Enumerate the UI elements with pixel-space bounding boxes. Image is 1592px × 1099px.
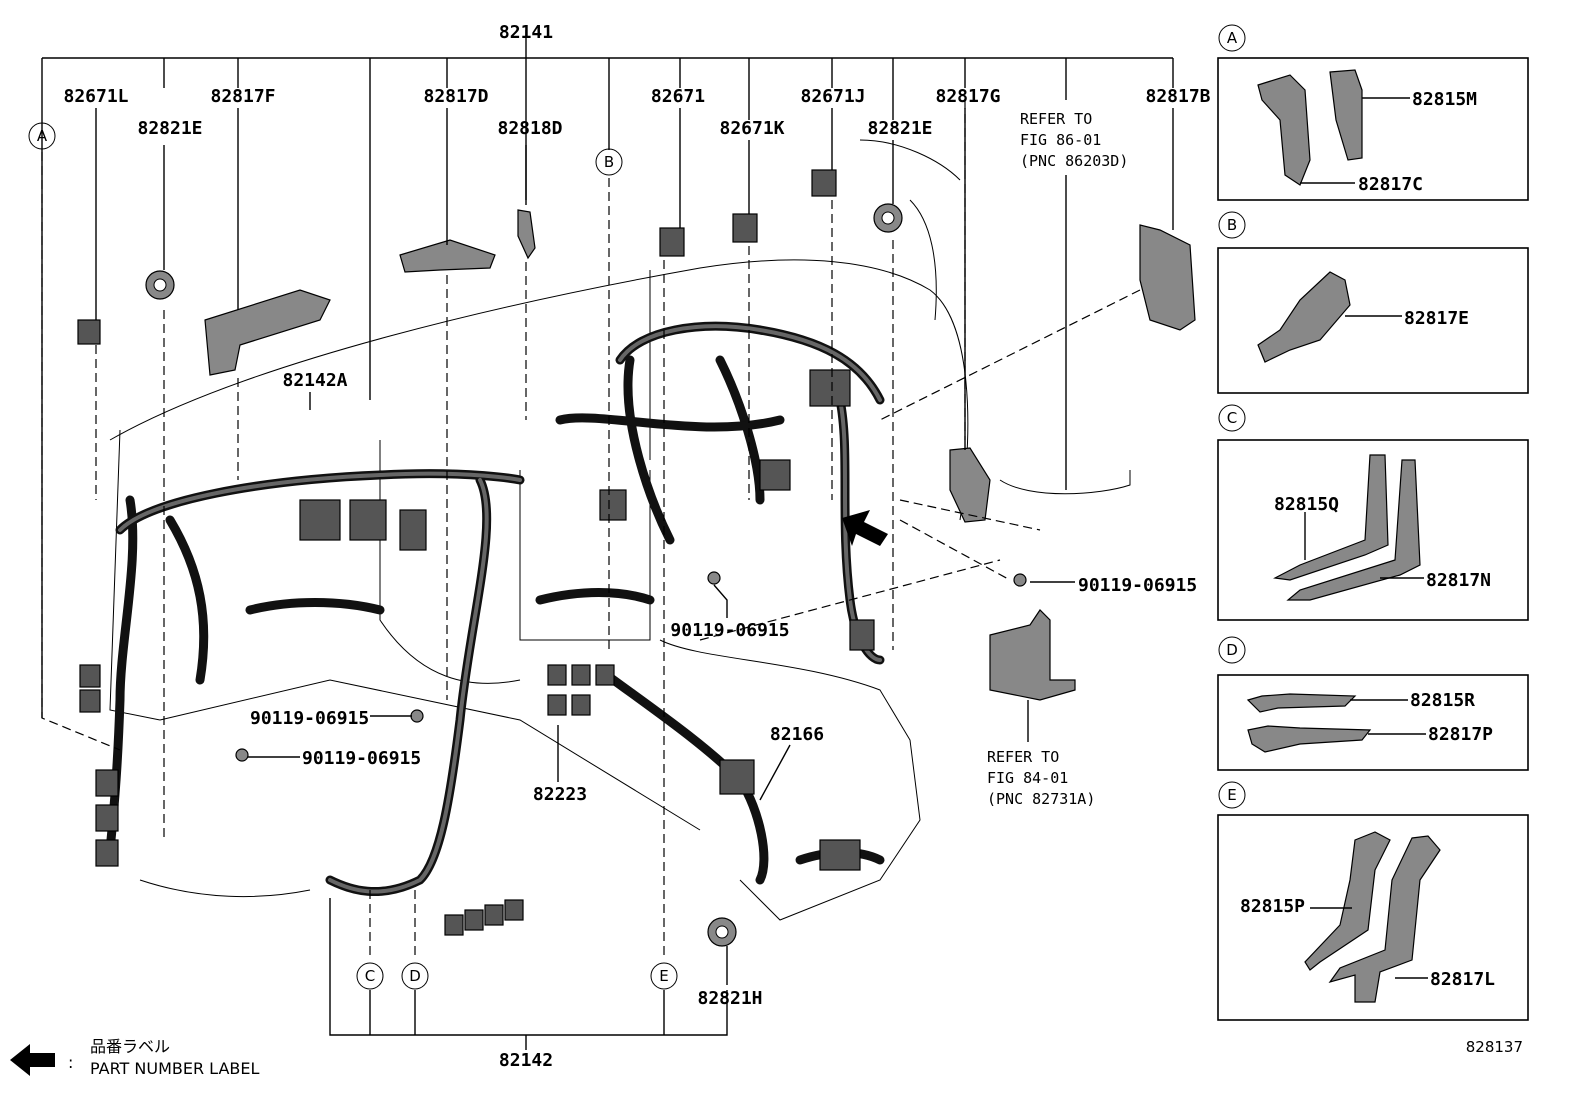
svg-text:D: D (1226, 641, 1238, 659)
marker-b-main: B (595, 148, 623, 176)
label-82671j: 82671J (800, 86, 865, 107)
label-82817b: 82817B (1145, 86, 1210, 107)
label-82671: 82671 (651, 86, 705, 107)
svg-text:82817E: 82817E (1404, 308, 1469, 329)
label-82671l: 82671L (63, 86, 128, 107)
ref-lines (999, 175, 1131, 742)
svg-text:B: B (604, 153, 614, 171)
marker-a-main: A (28, 122, 56, 150)
svg-text:REFER TO: REFER TO (1020, 110, 1092, 128)
svg-text:FIG 84-01: FIG 84-01 (987, 769, 1068, 787)
harness-connectors (77, 169, 875, 936)
part-number-label-arrow-icon (842, 510, 888, 546)
svg-text:A: A (1227, 29, 1238, 47)
svg-text:82815R: 82815R (1410, 690, 1475, 711)
svg-text:82817C: 82817C (1358, 174, 1423, 195)
refer-to-fig-84-01: REFER TO FIG 84-01 (PNC 82731A) (987, 748, 1095, 808)
grommets (145, 203, 903, 947)
svg-text:E: E (659, 967, 668, 985)
svg-text:82817P: 82817P (1428, 724, 1493, 745)
label-82817f: 82817F (210, 86, 275, 107)
svg-text:82815P: 82815P (1240, 896, 1305, 917)
label-90119-right: 90119-06915 (1078, 575, 1197, 596)
svg-text:C: C (1227, 409, 1237, 427)
svg-text:A: A (37, 127, 48, 145)
marker-c-main: C (356, 962, 384, 990)
svg-text:B: B (1227, 216, 1237, 234)
svg-text:(PNC 82731A): (PNC 82731A) (987, 790, 1095, 808)
detail-panel-b: B 82817E (1217, 211, 1529, 394)
legend-arrow-icon (10, 1044, 55, 1076)
diagram-id: 828137 (1466, 1038, 1523, 1056)
label-90119-center: 90119-06915 (670, 620, 789, 641)
label-82821e-left: 82821E (137, 118, 202, 139)
label-82166: 82166 (770, 724, 824, 745)
svg-text:(PNC 86203D): (PNC 86203D) (1020, 152, 1128, 170)
label-82142: 82142 (499, 1050, 553, 1071)
svg-text:REFER TO: REFER TO (987, 748, 1059, 766)
svg-text::: : (68, 1053, 73, 1072)
label-leaders (95, 108, 1174, 985)
label-82671k: 82671K (719, 118, 784, 139)
svg-text:C: C (365, 967, 375, 985)
legend-en: PART NUMBER LABEL (90, 1059, 259, 1078)
detail-panel-e: E 82815P 82817L (1217, 781, 1529, 1021)
protectors (204, 209, 1196, 701)
refer-to-fig-86-01: REFER TO FIG 86-01 (PNC 86203D) (1020, 110, 1128, 170)
label-82821e-right: 82821E (867, 118, 932, 139)
dashboard-outline (109, 139, 969, 921)
bracket-82142 (329, 898, 728, 1050)
svg-text:D: D (409, 967, 421, 985)
svg-text:82817L: 82817L (1430, 969, 1495, 990)
dashed-leaders (41, 100, 1141, 960)
bolts (235, 571, 1027, 762)
svg-text:82815Q: 82815Q (1274, 494, 1339, 515)
label-90119-left-lower: 90119-06915 (302, 748, 421, 769)
detail-panel-d: D 82815R 82817P (1217, 636, 1529, 771)
label-82142a: 82142A (282, 370, 347, 391)
main-harness (105, 321, 885, 897)
label-82817d: 82817D (423, 86, 488, 107)
svg-text:E: E (1227, 786, 1236, 804)
part-labels: 82141 82671L 82817F 82821E 82817D 82818D… (63, 22, 1210, 1071)
marker-e-main: E (650, 962, 678, 990)
label-90119-left-upper: 90119-06915 (250, 708, 369, 729)
part-number-label-legend: : 品番ラベル PART NUMBER LABEL (10, 1037, 259, 1078)
marker-d-main: D (401, 962, 429, 990)
label-82223: 82223 (533, 784, 587, 805)
label-82821h: 82821H (697, 988, 762, 1009)
detail-panel-c: C 82815Q 82817N (1217, 404, 1529, 621)
svg-text:82817N: 82817N (1426, 570, 1491, 591)
label-82141: 82141 (499, 22, 553, 43)
detail-panel-a: A 82815M 82817C (1217, 24, 1529, 201)
svg-text:82815M: 82815M (1412, 89, 1477, 110)
legend-jp: 品番ラベル (90, 1037, 170, 1056)
label-82817g: 82817G (935, 86, 1000, 107)
svg-text:FIG 86-01: FIG 86-01 (1020, 131, 1101, 149)
label-82818d: 82818D (497, 118, 562, 139)
